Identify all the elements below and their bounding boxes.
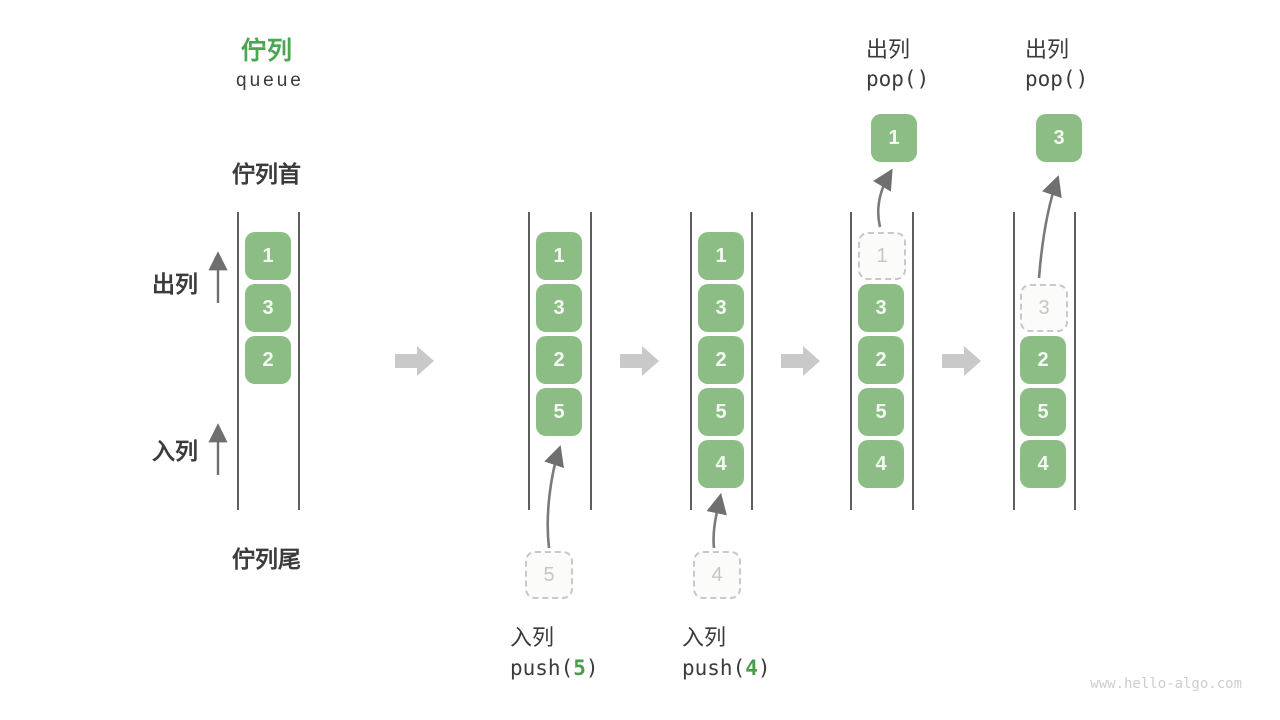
queue-cell: 1 [536,232,582,280]
step-arrow-icon [395,346,434,376]
enqueue-op-code: push(4) [682,656,771,680]
queue-cell: 1 [698,232,744,280]
enqueue-op-code: push(5) [510,656,599,680]
queue-front-label: 佇列首 [232,161,301,187]
channel-line [298,212,300,510]
channel-line [912,212,914,510]
figure-title-zh: 佇列 [241,37,294,65]
dequeue-arrow-icon [873,168,893,228]
dequeue-op-label: 出列 [1025,37,1070,62]
enqueue-side-label: 入列 [152,438,198,464]
channel-line [590,212,592,510]
dequeue-op-label: 出列 [866,37,911,62]
enqueue-op-label: 入列 [682,625,727,650]
enqueue-op-label: 入列 [510,625,555,650]
enqueue-arrow-icon [706,492,727,549]
step-arrow-icon [620,346,659,376]
channel-line [850,212,852,510]
removed-cell-ghost: 1 [858,232,906,280]
popped-cell: 1 [871,114,917,162]
queue-cell: 2 [698,336,744,384]
channel-line [1074,212,1076,510]
removed-cell-ghost: 3 [1020,284,1068,332]
popped-cell: 3 [1036,114,1082,162]
queue-cell: 5 [858,388,904,436]
queue-cell: 2 [536,336,582,384]
dequeue-arrow-icon [1037,175,1062,279]
code-text: ) [757,656,771,680]
queue-cell: 2 [858,336,904,384]
queue-cell: 4 [858,440,904,488]
queue-cell: 5 [536,388,582,436]
figure-title-en: queue [236,70,304,91]
queue-cell: 2 [245,336,291,384]
channel-line [237,212,239,510]
dequeue-side-label: 出列 [152,271,198,297]
queue-cell: 5 [1020,388,1066,436]
step-arrow-icon [781,346,820,376]
enqueue-arrow-icon [544,445,564,549]
watermark: www.hello-algo.com [1090,676,1242,692]
incoming-cell-ghost: 4 [693,551,741,599]
queue-rear-label: 佇列尾 [232,546,301,572]
queue-cell: 2 [1020,336,1066,384]
queue-cell: 3 [245,284,291,332]
queue-cell: 4 [1020,440,1066,488]
step-arrow-icon [942,346,981,376]
channel-line [690,212,692,510]
queue-cell: 4 [698,440,744,488]
dequeue-op-code: pop() [866,67,930,91]
queue-cell: 1 [245,232,291,280]
code-text: ) [585,656,599,680]
channel-line [528,212,530,510]
dequeue-op-code: pop() [1025,67,1089,91]
code-arg: 4 [745,656,758,680]
incoming-cell-ghost: 5 [525,551,573,599]
code-text: push( [510,656,574,680]
queue-cell: 3 [858,284,904,332]
code-text: push( [682,656,746,680]
channel-line [1013,212,1015,510]
code-arg: 5 [573,656,586,680]
channel-line [751,212,753,510]
queue-cell: 3 [536,284,582,332]
queue-cell: 3 [698,284,744,332]
queue-cell: 5 [698,388,744,436]
